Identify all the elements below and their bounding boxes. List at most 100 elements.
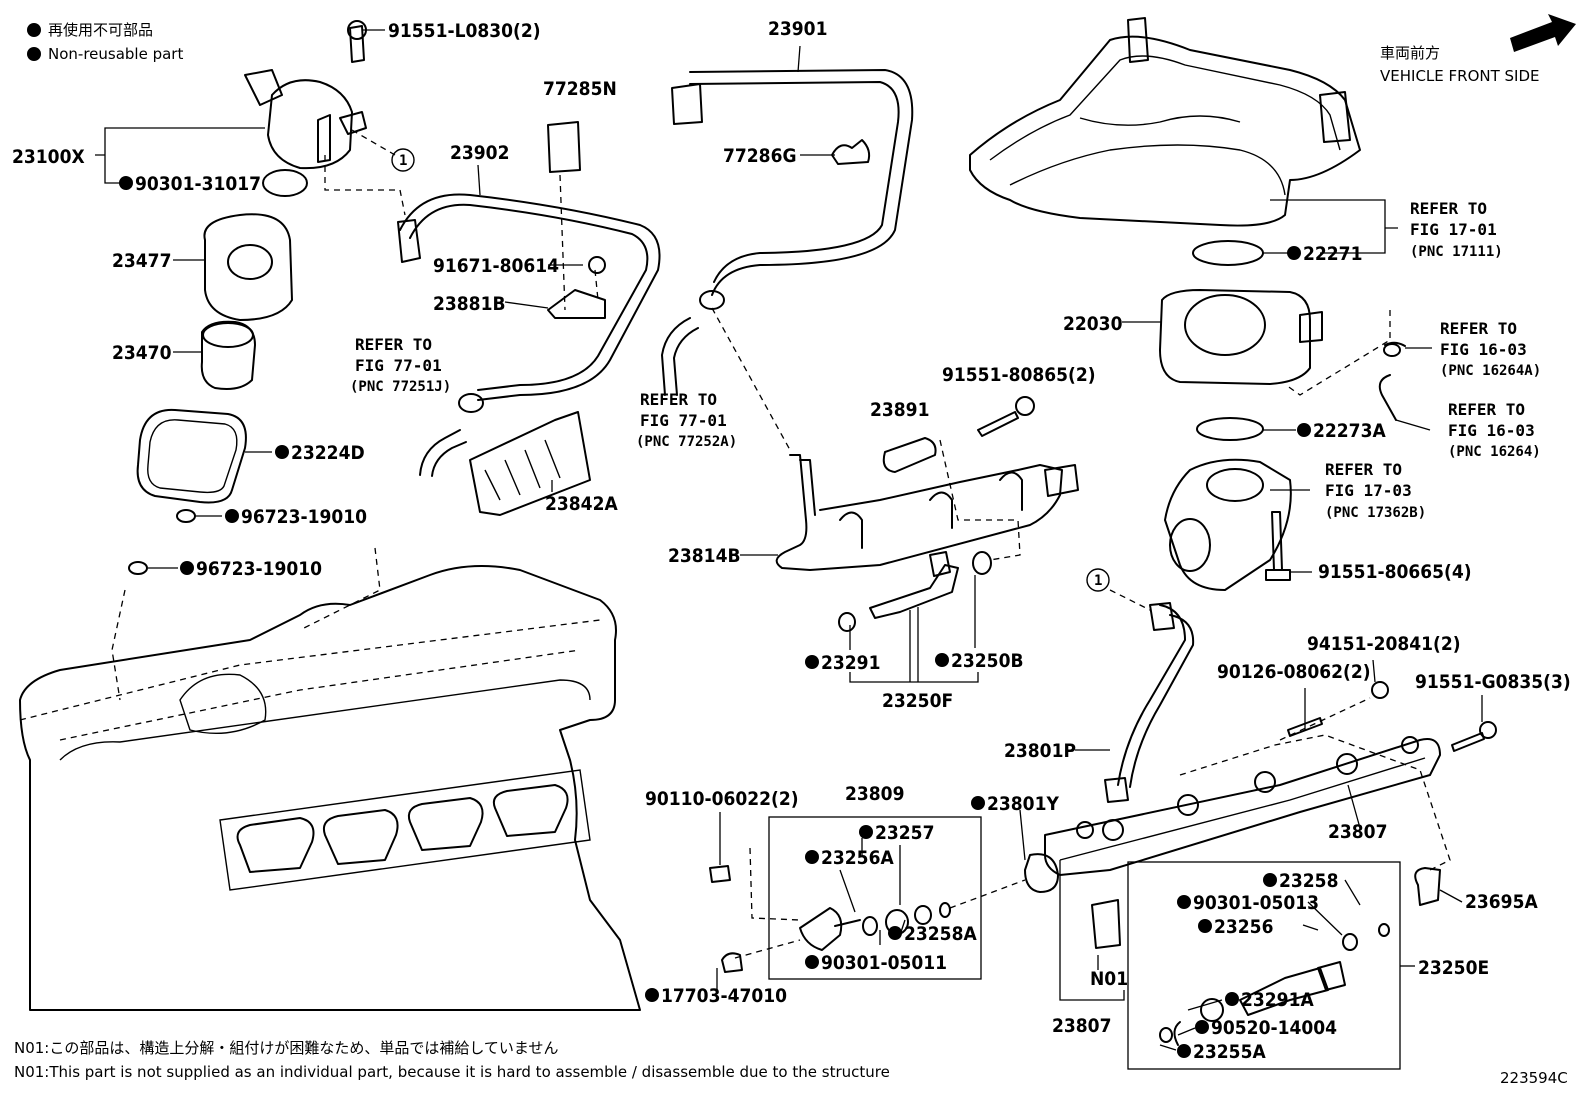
part-label[interactable]: 23258 <box>1279 870 1338 892</box>
part-label[interactable]: 90301-31017 <box>135 173 261 195</box>
bullet-icon <box>1198 919 1212 933</box>
part-label[interactable]: 23256 <box>1214 916 1273 938</box>
bullet-icon <box>275 445 289 459</box>
part-label[interactable]: 96723-19010 <box>241 506 367 528</box>
part-label[interactable]: 23250F <box>882 690 953 712</box>
front-en: VEHICLE FRONT SIDE <box>1380 67 1540 85</box>
part-label[interactable]: 90110-06022(2) <box>645 788 799 810</box>
svg-text:(PNC 17362B): (PNC 17362B) <box>1325 505 1426 521</box>
part-label[interactable]: 23881B <box>433 293 506 315</box>
front-jp: 車両前方 <box>1380 44 1440 62</box>
svg-text:(PNC 16264A): (PNC 16264A) <box>1440 363 1541 379</box>
sensor-kit-box <box>768 816 982 980</box>
legend-jp: 再使用不可部品 <box>48 21 153 39</box>
bullet-icon <box>1287 246 1301 260</box>
part-label[interactable]: 23250B <box>951 650 1024 672</box>
bullet-icon <box>1263 873 1277 887</box>
part-label[interactable]: 23901 <box>768 18 827 40</box>
svg-text:FIG 16-03: FIG 16-03 <box>1448 421 1535 440</box>
part-label[interactable]: 96723-19010 <box>196 558 322 580</box>
part-label[interactable]: 23477 <box>112 250 171 272</box>
part-label[interactable]: 22030 <box>1063 313 1123 335</box>
svg-text:(PNC 77251J): (PNC 77251J) <box>350 379 451 395</box>
part-label[interactable]: N01 <box>1090 968 1128 990</box>
part-label[interactable]: 23224D <box>291 442 365 464</box>
direction-arrow-icon <box>1510 14 1576 52</box>
footer-notes: N01:この部品は、構造上分解・組付けが困難なため、単品では補給していません N… <box>14 1039 1568 1087</box>
figure-id: 223594C <box>1500 1069 1568 1087</box>
part-label[interactable]: 91551-L0830(2) <box>388 20 541 42</box>
refer-to-16264A[interactable]: REFER TO FIG 16-03 (PNC 16264A) <box>1440 319 1541 379</box>
part-label[interactable]: 91671-80614 <box>433 255 559 277</box>
refer-to-77252A[interactable]: REFER TO FIG 77-01 (PNC 77252A) <box>636 390 737 450</box>
refer-to-blocks: REFER TO FIG 77-01 (PNC 77251J) REFER TO… <box>350 199 1541 521</box>
part-label[interactable]: 23695A <box>1465 891 1538 913</box>
bullet-icon <box>805 850 819 864</box>
part-label[interactable]: 91551-80665(4) <box>1318 561 1472 583</box>
part-label[interactable]: 91551-G0835(3) <box>1415 671 1571 693</box>
part-label[interactable]: 77286G <box>723 145 797 167</box>
part-label[interactable]: 23801P <box>1004 740 1076 762</box>
part-label[interactable]: 23807 <box>1328 821 1387 843</box>
part-label[interactable]: 23801Y <box>987 793 1059 815</box>
vehicle-front-indicator: 車両前方 VEHICLE FRONT SIDE <box>1380 14 1576 85</box>
part-label[interactable]: 94151-20841(2) <box>1307 633 1461 655</box>
svg-text:FIG 16-03: FIG 16-03 <box>1440 340 1527 359</box>
refer-to-16264[interactable]: REFER TO FIG 16-03 (PNC 16264) <box>1448 400 1541 460</box>
part-label[interactable]: 23891 <box>870 399 929 421</box>
fuel-pump-drawing <box>244 20 367 170</box>
svg-text:REFER TO: REFER TO <box>1325 460 1402 479</box>
bullet-icon <box>1195 1020 1209 1034</box>
part-label[interactable]: 23256A <box>821 847 894 869</box>
bullet-icon <box>645 988 659 1002</box>
part-label[interactable]: 23902 <box>450 142 509 164</box>
part-label[interactable]: 23291 <box>821 652 880 674</box>
bullet-icon <box>935 653 949 667</box>
bullet-icon <box>1297 423 1311 437</box>
svg-text:FIG 77-01: FIG 77-01 <box>355 356 442 375</box>
part-label[interactable]: 23257 <box>875 822 934 844</box>
legend-en: Non-reusable part <box>48 45 183 63</box>
part-label[interactable]: 91551-80865(2) <box>942 364 1096 386</box>
part-label[interactable]: 23255A <box>1193 1041 1266 1063</box>
part-label[interactable]: 90301-05013 <box>1193 892 1319 914</box>
svg-text:(PNC 16264): (PNC 16264) <box>1448 444 1541 460</box>
part-label[interactable]: 23100X <box>12 146 85 168</box>
part-label[interactable]: 23470 <box>112 342 172 364</box>
refer-to-17111[interactable]: REFER TO FIG 17-01 (PNC 17111) <box>1410 199 1503 260</box>
part-label[interactable]: 90520-14004 <box>1211 1017 1337 1039</box>
part-label[interactable]: 23809 <box>845 783 904 805</box>
bullet-icon <box>888 926 902 940</box>
part-label[interactable]: 90126-08062(2) <box>1217 661 1371 683</box>
part-label[interactable]: 22271 <box>1303 243 1362 265</box>
part-label[interactable]: 23291A <box>1241 989 1314 1011</box>
part-label[interactable]: 77285N <box>543 78 617 100</box>
note-jp: N01:この部品は、構造上分解・組付けが困難なため、単品では補給していません <box>14 1039 558 1057</box>
part-label[interactable]: 23258A <box>904 923 977 945</box>
svg-text:(PNC 77252A): (PNC 77252A) <box>636 434 737 450</box>
part-labels: 91551-L0830(2) 23100X 90301-31017 23477 … <box>12 18 1571 1063</box>
svg-text:FIG 77-01: FIG 77-01 <box>640 411 727 430</box>
leader-lines <box>95 29 1483 1051</box>
bullet-icon <box>805 655 819 669</box>
refer-to-77251J[interactable]: REFER TO FIG 77-01 (PNC 77251J) <box>350 335 451 395</box>
svg-text:FIG 17-01: FIG 17-01 <box>1410 220 1497 239</box>
reference-circle-icon: 1 <box>391 148 415 172</box>
bullet-icon <box>1177 895 1191 909</box>
part-label[interactable]: 23807 <box>1052 1015 1111 1037</box>
svg-text:REFER TO: REFER TO <box>1440 319 1517 338</box>
part-drawings <box>19 17 1497 1046</box>
refer-to-17362B[interactable]: REFER TO FIG 17-03 (PNC 17362B) <box>1325 460 1426 521</box>
bullet-icon <box>225 509 239 523</box>
part-label[interactable]: 22273A <box>1313 420 1386 442</box>
bullet-icon <box>805 955 819 969</box>
part-label[interactable]: 17703-47010 <box>661 985 787 1007</box>
part-label[interactable]: 23250E <box>1418 957 1489 979</box>
part-label[interactable]: 23842A <box>545 493 618 515</box>
part-label[interactable]: 90301-05011 <box>821 952 947 974</box>
part-label[interactable]: 23814B <box>668 545 741 567</box>
bullet-icon <box>27 47 41 61</box>
note-en: N01:This part is not supplied as an indi… <box>14 1063 890 1081</box>
fuel-rail-drawing <box>1044 736 1441 949</box>
